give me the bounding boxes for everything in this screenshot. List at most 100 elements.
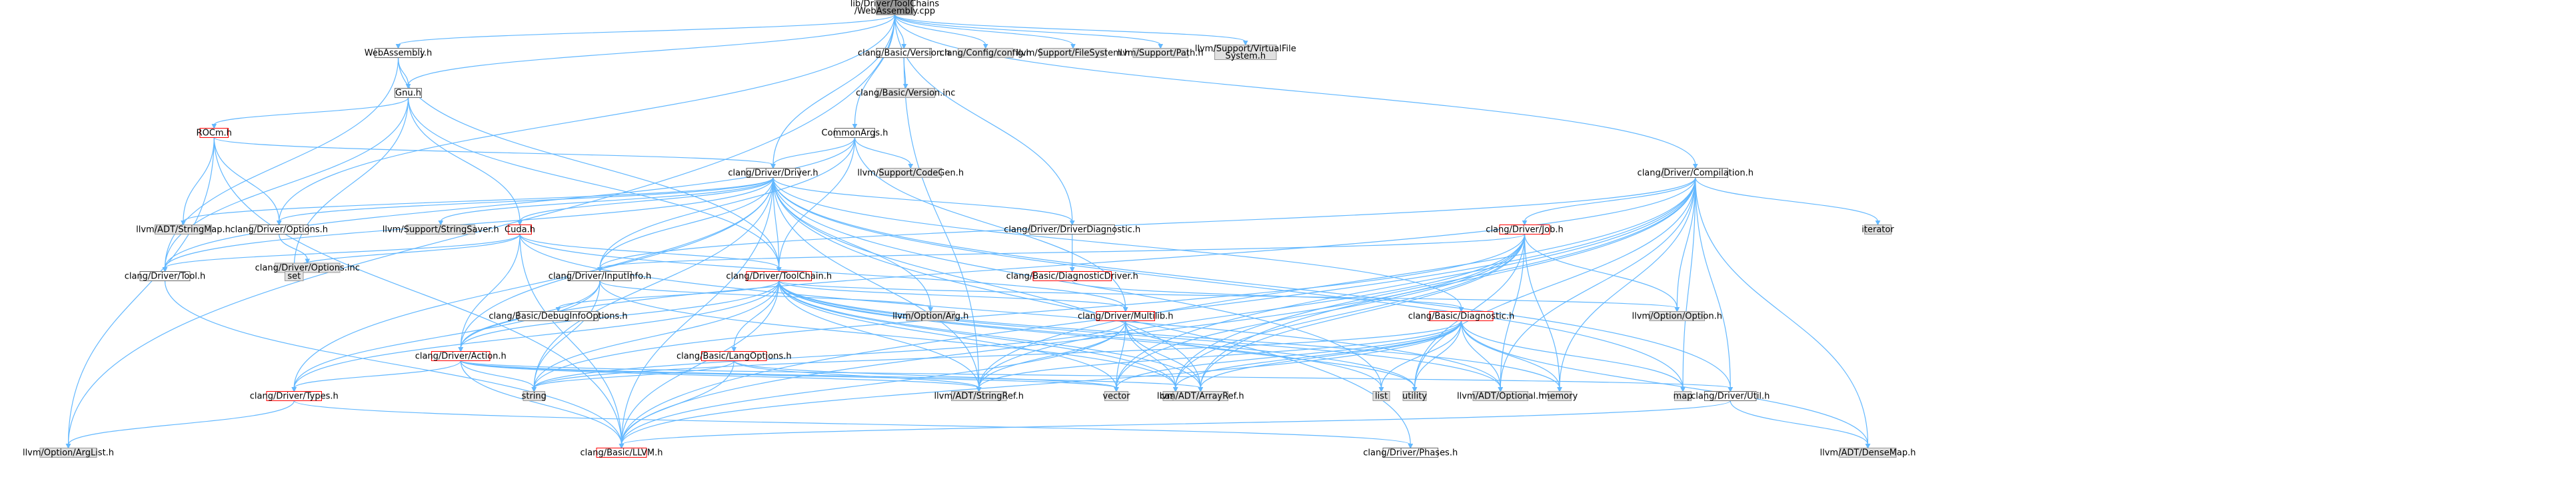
node-densemap[interactable]: llvm/ADT/DenseMap.h bbox=[1820, 448, 1916, 458]
edge-action-to-llvmh bbox=[460, 360, 625, 449]
node-label-string: string bbox=[522, 392, 547, 402]
node-pathh[interactable]: llvm/Support/Path.h bbox=[1118, 48, 1204, 59]
edge-driver-to-cuda bbox=[517, 177, 774, 226]
node-gnu[interactable]: Gnu.h bbox=[395, 88, 422, 99]
node-basicdiagdriver[interactable]: clang/Basic/DiagnosticDriver.h bbox=[1006, 271, 1138, 282]
node-label-stringsaver: llvm/Support/StringSaver.h bbox=[383, 225, 499, 235]
node-label-cuda: Cuda.h bbox=[505, 225, 535, 235]
node-commonargs[interactable]: CommonArgs.h bbox=[822, 128, 888, 139]
node-stringsaver[interactable]: llvm/Support/StringSaver.h bbox=[383, 225, 499, 235]
edge-basicdiag-to-map bbox=[1460, 320, 1686, 392]
node-box-arrayref bbox=[1172, 391, 1228, 401]
node-toolchain[interactable]: clang/Driver/ToolChain.h bbox=[726, 271, 832, 282]
node-label-langopts: clang/Basic/LangOptions.h bbox=[676, 352, 792, 362]
node-optoption[interactable]: llvm/Option/Option.h bbox=[1632, 311, 1722, 322]
node-optarg[interactable]: llvm/Option/Arg.h bbox=[892, 311, 968, 322]
node-iterator[interactable]: iterator bbox=[1862, 225, 1894, 235]
node-version[interactable]: clang/Basic/Version.h bbox=[858, 48, 950, 59]
node-compilation[interactable]: clang/Driver/Compilation.h bbox=[1638, 168, 1754, 179]
node-box-version bbox=[876, 48, 932, 58]
node-types[interactable]: clang/Driver/Types.h bbox=[250, 391, 339, 402]
edge-basicdiag-to-llvmh bbox=[619, 320, 1462, 449]
node-list[interactable]: list bbox=[1372, 391, 1390, 402]
node-jobh[interactable]: clang/Driver/Job.h bbox=[1486, 225, 1564, 235]
node-multilib[interactable]: clang/Driver/Multilib.h bbox=[1078, 311, 1174, 322]
edge-action-to-vector bbox=[460, 360, 1119, 392]
node-box-basicdiagdriver bbox=[1032, 271, 1112, 281]
node-stringref[interactable]: llvm/ADT/StringRef.h bbox=[934, 391, 1024, 402]
node-label-driverdiag: clang/Driver/DriverDiagnostic.h bbox=[1004, 225, 1140, 235]
edge-toolchain-to-action bbox=[458, 280, 780, 352]
node-webasm[interactable]: WebAssembly.h bbox=[365, 48, 433, 59]
edge-basicdiag-to-memory bbox=[1460, 320, 1562, 392]
node-driverdiag[interactable]: clang/Driver/DriverDiagnostic.h bbox=[1004, 225, 1140, 235]
node-optional[interactable]: llvm/ADT/Optional.h bbox=[1457, 391, 1544, 402]
node-action[interactable]: clang/Driver/Action.h bbox=[415, 351, 507, 362]
node-label-options: clang/Driver/Options.h bbox=[230, 225, 328, 235]
node-box-arglist bbox=[39, 448, 97, 458]
node-string[interactable]: string bbox=[522, 391, 547, 402]
edge-cuda-to-toolh bbox=[162, 233, 521, 272]
node-root: lib/Driver/ToolChains/WebAssembly.cpp bbox=[850, 0, 939, 17]
edge-root-to-gnu bbox=[405, 14, 896, 89]
node-debuginfo[interactable]: clang/Basic/DebugInfoOptions.h bbox=[489, 311, 628, 322]
node-box-memory bbox=[1548, 391, 1572, 401]
node-phases[interactable]: clang/Driver/Phases.h bbox=[1363, 448, 1458, 458]
node-box-vector bbox=[1104, 391, 1128, 401]
node-toolh[interactable]: clang/Driver/Tool.h bbox=[125, 271, 206, 282]
node-vector[interactable]: vector bbox=[1102, 391, 1130, 402]
node-label-multilib: clang/Driver/Multilib.h bbox=[1078, 312, 1174, 322]
node-configh[interactable]: clang/Config/config.h bbox=[940, 48, 1032, 59]
edge-inputinfo-to-types bbox=[291, 280, 601, 392]
node-rocm[interactable]: ROCm.h bbox=[197, 128, 232, 139]
edge-gnu-to-rocm bbox=[211, 97, 409, 129]
node-cuda[interactable]: Cuda.h bbox=[505, 225, 535, 235]
node-label-pathh: llvm/Support/Path.h bbox=[1118, 49, 1204, 59]
edge-driver-to-options bbox=[276, 177, 774, 226]
node-memory[interactable]: memory bbox=[1542, 391, 1578, 402]
node-label-arrayref: llvm/ADT/ArrayRef.h bbox=[1157, 392, 1244, 402]
node-label-rocm: ROCm.h bbox=[197, 129, 232, 139]
edge-rocm-to-arglist bbox=[65, 137, 215, 449]
node-optionsinc[interactable]: clang/Driver/Options.inc bbox=[255, 262, 360, 273]
edge-compilation-to-stringref bbox=[976, 177, 1696, 392]
node-stringmap[interactable]: llvm/ADT/StringMap.h bbox=[136, 225, 231, 235]
node-arrayref[interactable]: llvm/ADT/ArrayRef.h bbox=[1157, 391, 1244, 402]
node-box-set bbox=[285, 271, 304, 281]
node-box-utility bbox=[1402, 391, 1427, 401]
node-box-optarg bbox=[906, 311, 955, 321]
node-label-iterator: iterator bbox=[1862, 225, 1894, 235]
node-options[interactable]: clang/Driver/Options.h bbox=[230, 225, 328, 235]
nodes-layer: lib/Driver/ToolChains/WebAssembly.cppWeb… bbox=[23, 0, 1916, 458]
node-set[interactable]: set bbox=[285, 271, 304, 282]
node-filesystem[interactable]: llvm/Support/FileSystem.h bbox=[1016, 48, 1130, 59]
node-label-version: clang/Basic/Version.h bbox=[858, 49, 950, 59]
node-map[interactable]: map bbox=[1674, 391, 1693, 402]
node-langopts[interactable]: clang/Basic/LangOptions.h bbox=[676, 351, 792, 362]
node-versioninc[interactable]: clang/Basic/Version.inc bbox=[856, 88, 955, 99]
edge-action-to-types bbox=[291, 360, 461, 392]
node-label-root: /WebAssembly.cpp bbox=[854, 7, 935, 17]
edge-cuda-to-toolchain bbox=[519, 234, 782, 272]
node-box-codegen bbox=[879, 168, 942, 178]
node-driver[interactable]: clang/Driver/Driver.h bbox=[728, 168, 818, 179]
node-box-stringref bbox=[951, 391, 1007, 401]
node-utility[interactable]: utility bbox=[1402, 391, 1427, 402]
node-label-arglist: llvm/Option/ArgList.h bbox=[23, 448, 114, 458]
node-codegen[interactable]: llvm/Support/CodeGen.h bbox=[857, 168, 964, 179]
node-basicdiag[interactable]: clang/Basic/Diagnostic.h bbox=[1408, 311, 1514, 322]
node-util[interactable]: clang/Driver/Util.h bbox=[1691, 391, 1770, 402]
node-inputinfo[interactable]: clang/Driver/InputInfo.h bbox=[549, 271, 651, 282]
edge-gnu-to-set bbox=[291, 97, 409, 272]
edge-basicdiag-to-densemap bbox=[1460, 320, 1871, 449]
edge-util-to-densemap bbox=[1730, 400, 1871, 449]
edge-langopts-to-stringref bbox=[733, 360, 982, 392]
node-llvmh[interactable]: clang/Basic/LLVM.h bbox=[581, 448, 663, 458]
node-label-codegen: llvm/Support/CodeGen.h bbox=[857, 169, 964, 179]
edge-root-to-configh bbox=[894, 14, 988, 49]
node-label-basicdiagdriver: clang/Basic/DiagnosticDriver.h bbox=[1006, 272, 1138, 282]
edge-root-to-webasm bbox=[395, 14, 896, 49]
node-arglist[interactable]: llvm/Option/ArgList.h bbox=[23, 448, 114, 458]
edge-root-to-commonargs bbox=[852, 14, 896, 129]
